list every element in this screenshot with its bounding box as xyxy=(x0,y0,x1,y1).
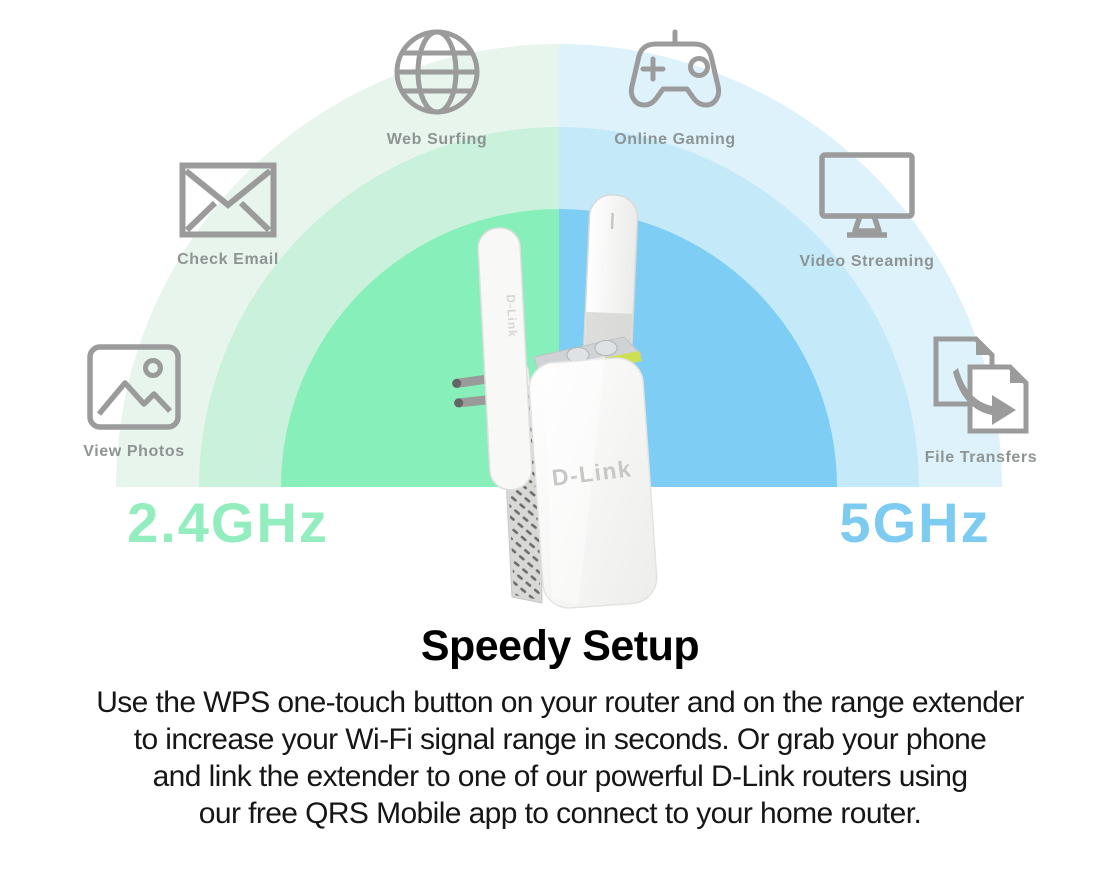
frequency-arcs xyxy=(116,44,1002,487)
feature-label: Check Email xyxy=(177,251,279,268)
band-label-5ghz: 5GHz xyxy=(839,491,991,554)
feature-file-transfers: File Transfers xyxy=(891,334,1071,467)
section-body: Use the WPS one-touch button on your rou… xyxy=(8,684,1112,832)
section-title: Speedy Setup xyxy=(420,622,700,670)
globe-icon xyxy=(394,29,480,115)
left-antenna: D-Link xyxy=(477,227,533,491)
file-transfer-icon xyxy=(933,336,1029,434)
body-line: to increase your Wi-Fi signal range in s… xyxy=(133,723,987,756)
body-line: Use the WPS one-touch button on your rou… xyxy=(96,686,1024,719)
feature-label: View Photos xyxy=(83,443,185,460)
feature-view-photos: View Photos xyxy=(44,344,224,461)
feature-check-email: Check Email xyxy=(138,162,318,269)
envelope-icon xyxy=(179,162,277,238)
monitor-icon xyxy=(819,152,915,238)
body-line: our free QRS Mobile app to connect to yo… xyxy=(198,797,922,830)
feature-label: Video Streaming xyxy=(799,253,935,270)
band-diagram: Web Surfing Online Gaming xyxy=(44,26,1071,609)
feature-label: Web Surfing xyxy=(386,131,488,148)
body-line: and link the extender to one of our powe… xyxy=(152,760,968,793)
photo-icon xyxy=(87,344,181,430)
feature-web-surfing: Web Surfing xyxy=(347,26,527,149)
feature-video-streaming: Video Streaming xyxy=(777,152,957,271)
feature-label: File Transfers xyxy=(924,449,1038,466)
device-body: D-Link xyxy=(528,355,658,609)
band-label-24ghz: 2.4GHz xyxy=(127,491,329,554)
range-extender-product: D-Link D-Link xyxy=(452,194,658,609)
feature-label: Online Gaming xyxy=(614,131,736,148)
feature-online-gaming: Online Gaming xyxy=(585,28,765,149)
antenna-brand-text: D-Link xyxy=(504,294,520,338)
gamepad-icon xyxy=(628,29,722,108)
